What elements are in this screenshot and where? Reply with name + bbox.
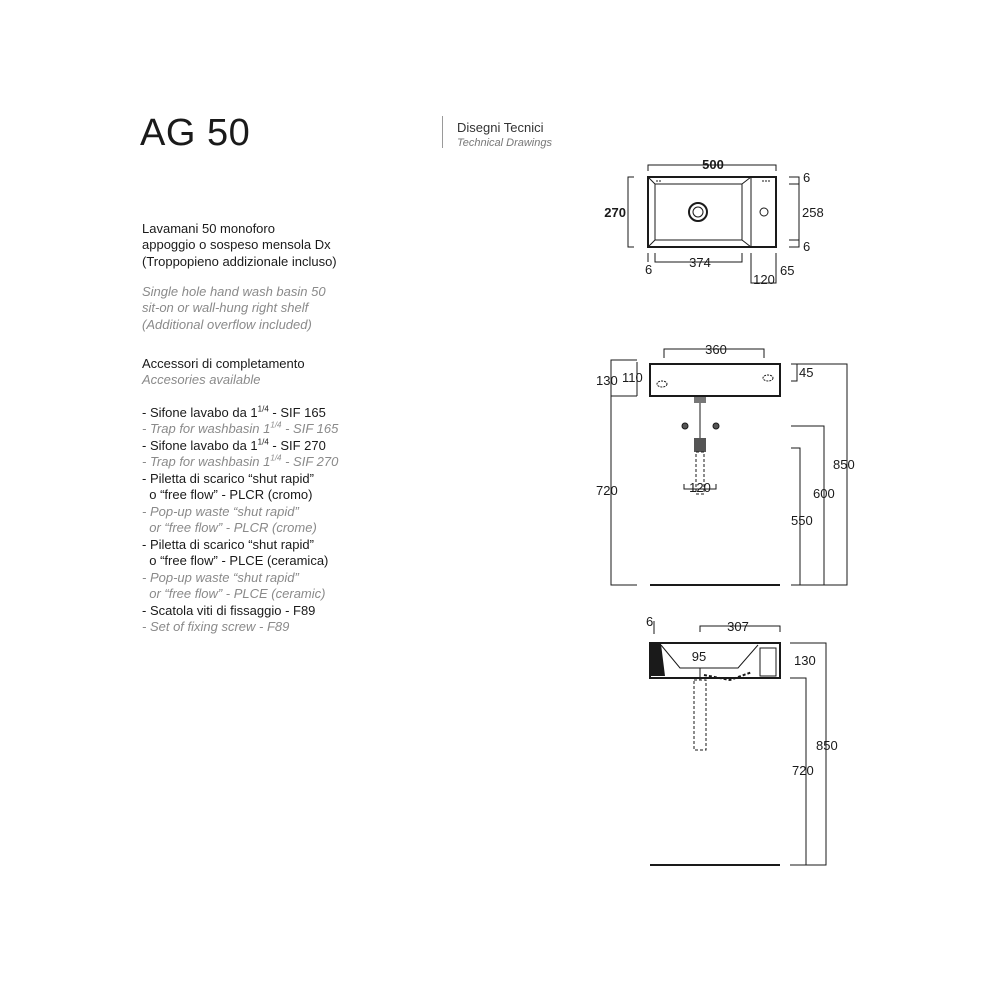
dim-line	[791, 447, 801, 585]
superscript: 1/4	[257, 404, 269, 414]
accessories-title-it: Accessori di completamento	[142, 356, 305, 371]
description-it-line: (Troppopieno addizionale incluso)	[142, 253, 337, 269]
dim-label: 374	[689, 255, 711, 270]
dim-label: 720	[792, 763, 814, 778]
dim-line	[789, 176, 800, 248]
dim-label: 45	[799, 365, 813, 380]
top-view-labels: 500 270 258 6 6 6 374 120 65	[604, 157, 823, 287]
front-view-labels: 360 130 110 45 720 850 600 550 120	[596, 342, 855, 528]
front-view	[610, 348, 848, 586]
accessory-item: - Piletta di scarico “shut rapid” o “fre…	[142, 471, 314, 503]
dim-line	[610, 359, 637, 586]
accessory-item-en: - Trap for washbasin 11/4 - SIF 270	[142, 453, 339, 469]
section-title-it: Disegni Tecnici	[457, 120, 544, 135]
tap-hole-icon	[759, 207, 769, 217]
dim-label: 65	[780, 263, 794, 278]
dim-line	[790, 642, 827, 866]
dim-label: 258	[802, 205, 824, 220]
dim-line	[791, 363, 848, 586]
dim-label: 130	[794, 653, 816, 668]
side-view-labels: 6 307 95 130 850 720	[646, 614, 838, 778]
dim-label: 270	[604, 205, 626, 220]
dim-label: 307	[727, 619, 749, 634]
dim-label: 720	[596, 483, 618, 498]
dim-label: 110	[622, 370, 643, 385]
description-en: Single hole hand wash basin 50 sit-on or…	[142, 284, 442, 333]
dim-label: 600	[813, 486, 835, 501]
dim-label: 550	[791, 513, 813, 528]
drain-icon	[688, 202, 708, 222]
product-title: AG 50	[140, 112, 251, 154]
header-divider	[442, 116, 443, 148]
dim-label: 120	[753, 272, 775, 287]
accessory-item-en: - Pop-up waste “shut rapid” or “free flo…	[142, 504, 317, 536]
dim-label: 360	[705, 342, 727, 357]
dim-line	[627, 176, 634, 248]
description-it-line: appoggio o sospeso mensola Dx	[142, 237, 331, 253]
description-en-line: (Additional overflow included)	[142, 316, 312, 332]
dim-line	[791, 363, 798, 382]
dim-label: 6	[646, 614, 653, 629]
accessory-item-en: - Set of fixing screw - F89	[142, 619, 290, 634]
section-title-en: Technical Drawings	[457, 137, 552, 149]
dim-label: 6	[803, 239, 810, 254]
accessory-item: - Sifone lavabo da 11/4 - SIF 270	[142, 437, 326, 453]
basin-front	[649, 363, 781, 397]
accessory-item: - Piletta di scarico “shut rapid” o “fre…	[142, 537, 329, 569]
dim-line	[750, 253, 777, 284]
dim-label: 6	[645, 262, 652, 277]
accessories-title-en: Accesories available	[142, 372, 261, 387]
dim-label: 6	[803, 170, 810, 185]
basin-outline	[647, 176, 777, 248]
side-view	[649, 621, 827, 866]
description-en-line: sit-on or wall-hung right shelf	[142, 300, 309, 316]
bowl-outline	[654, 183, 743, 241]
dim-label: 130	[596, 373, 618, 388]
dim-label: 850	[833, 457, 855, 472]
dim-line	[699, 625, 781, 632]
dim-label: 500	[702, 157, 724, 172]
dim-line	[791, 425, 825, 585]
dim-label: 120	[689, 480, 711, 495]
basin-side	[649, 642, 781, 679]
description-it-line: Lavamani 50 monoforo	[142, 221, 275, 236]
accessory-item: - Scatola viti di fissaggio - F89	[142, 603, 316, 618]
dim-label: 850	[816, 738, 838, 753]
superscript: 1/4	[270, 453, 282, 463]
superscript: 1/4	[257, 437, 269, 447]
description-en-line: Single hole hand wash basin 50	[142, 284, 326, 299]
drain-inner-icon	[692, 206, 704, 218]
top-view	[627, 164, 800, 284]
dim-line	[647, 164, 777, 171]
description-it: Lavamani 50 monoforo appoggio o sospeso …	[142, 221, 442, 270]
accessory-item: - Sifone lavabo da 11/4 - SIF 165	[142, 404, 326, 420]
dim-line	[663, 348, 765, 358]
dim-line	[654, 253, 743, 263]
dim-label: 95	[692, 649, 706, 664]
accessory-item-en: - Pop-up waste “shut rapid” or “free flo…	[142, 570, 326, 602]
accessory-item-en: - Trap for washbasin 11/4 - SIF 165	[142, 420, 339, 436]
superscript: 1/4	[270, 420, 282, 430]
dim-line	[790, 677, 807, 865]
